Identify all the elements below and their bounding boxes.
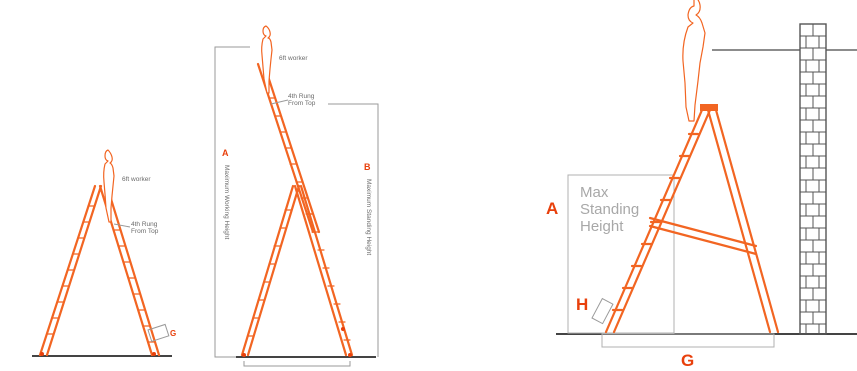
foot-dot (348, 353, 352, 357)
platform-top (700, 104, 718, 111)
marker-g: G (681, 351, 694, 370)
brick-wall (799, 23, 827, 335)
rung-label-line2: From Top (288, 100, 316, 107)
leader-line (113, 223, 131, 228)
worker-figure-icon (682, 0, 706, 122)
rung-label-line1: 4th Rung (288, 93, 315, 100)
ladder-stile (105, 184, 161, 357)
marker-b-caption: Maximum Standing Height (365, 179, 372, 255)
caption-max: Max (580, 184, 609, 201)
foot-dot (152, 352, 156, 356)
panel-2-extension-ladder: 6ft worker 4th Rung From Top A Maximum W… (214, 25, 379, 367)
marker-h: H (576, 295, 588, 314)
marker-a: A (222, 148, 229, 158)
ladder-stile (293, 184, 348, 357)
worker-figure-icon (103, 149, 115, 223)
ladder-rungs-lower (247, 209, 351, 341)
ladder-stile (246, 184, 301, 357)
dimension-bottom-bracket (243, 361, 351, 367)
ladder-rungs-back (112, 229, 156, 343)
worker-label: 6ft worker (279, 55, 308, 62)
worker-figure-icon (261, 25, 273, 94)
marker-b: B (364, 162, 371, 172)
dimension-a-bracket (214, 46, 250, 358)
g-dimension-box (147, 323, 170, 343)
platform-ladder (604, 104, 780, 334)
ladder-stile (38, 184, 97, 357)
rung-label-line1: 4th Rung (131, 221, 158, 228)
caption-standing: Standing (580, 201, 639, 218)
panel-3-platform-ladder: A Max Standing Height H G (546, 0, 857, 370)
ladder-rungs (46, 205, 95, 335)
panel-1-step-ladder: 6ft worker 4th Rung From Top G (32, 149, 176, 357)
worker-label: 6ft worker (122, 176, 151, 183)
marker-a: A (546, 199, 558, 218)
foot-dot (242, 353, 246, 357)
max-standing-height-box (567, 174, 675, 334)
rung-label-line2: From Top (131, 228, 159, 235)
foot-dot (40, 352, 44, 356)
foot-dot (341, 327, 345, 331)
leader-line (270, 99, 289, 105)
dimension-b-bracket (328, 103, 379, 357)
caption-height: Height (580, 218, 624, 235)
g-dimension-box (601, 333, 775, 348)
ladder-stile (240, 184, 295, 357)
marker-a-caption: Maximum Working Height (223, 165, 230, 239)
marker-g: G (170, 329, 176, 338)
h-dimension-box (591, 297, 614, 325)
